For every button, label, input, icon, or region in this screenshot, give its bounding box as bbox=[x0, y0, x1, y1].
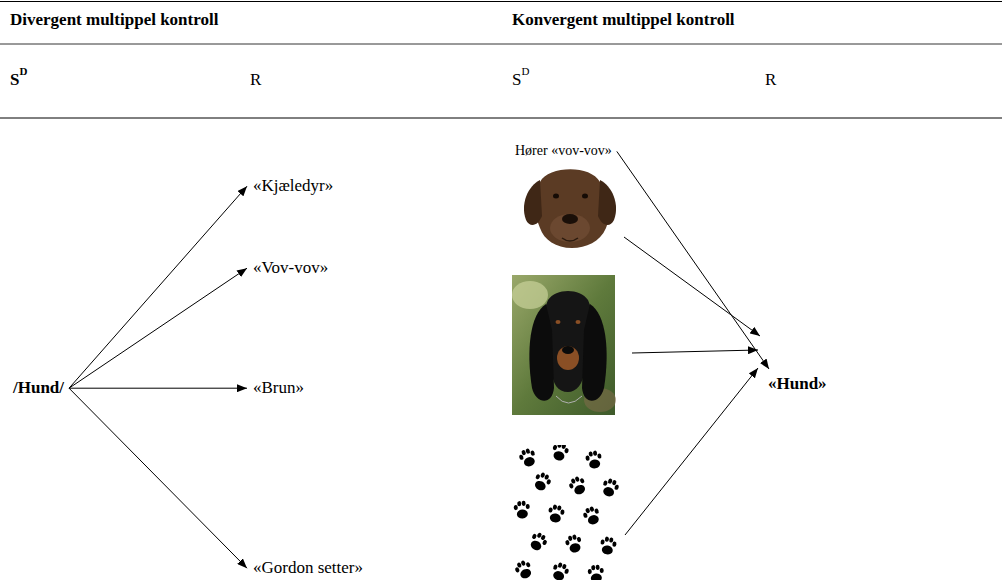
node-text: «Gordon setter» bbox=[253, 558, 363, 578]
node-text: «Hund» bbox=[768, 374, 827, 394]
node-text: «Vov-vov» bbox=[253, 258, 328, 278]
table-rule bbox=[0, 44, 1002, 45]
node-text: /Hund/ bbox=[13, 378, 64, 398]
column-symbol: R bbox=[250, 70, 261, 90]
response-word: «Kjæledyr» bbox=[250, 174, 336, 198]
response-word: «Gordon setter» bbox=[250, 556, 366, 580]
response-word: «Vov-vov» bbox=[250, 256, 331, 280]
paw-print-picture bbox=[512, 445, 620, 580]
superscript-symbol: D bbox=[19, 65, 27, 78]
superscript-symbol: D bbox=[521, 65, 529, 78]
picture-arrow bbox=[632, 350, 758, 353]
gordon-setter-photo bbox=[512, 275, 616, 415]
arrow-connector bbox=[69, 388, 247, 568]
arrow-connector bbox=[69, 388, 247, 389]
node-text: «Kjæledyr» bbox=[253, 176, 333, 196]
picture-arrow bbox=[624, 237, 760, 336]
column-symbol: S bbox=[10, 70, 19, 90]
table-rule bbox=[0, 118, 1002, 119]
table-rule bbox=[0, 1, 1002, 2]
column-symbol: R bbox=[765, 70, 776, 90]
arrow-connector bbox=[69, 268, 247, 388]
response-word: «Hund» bbox=[765, 372, 830, 396]
arrow-connector bbox=[617, 151, 769, 369]
arrow-connector bbox=[69, 186, 247, 388]
response-word: «Brun» bbox=[250, 376, 307, 400]
column-symbol: S bbox=[512, 70, 521, 90]
column-heading: Divergent multippel kontroll bbox=[10, 10, 218, 30]
column-heading: Konvergent multippel kontroll bbox=[512, 10, 735, 30]
picture-arrow bbox=[625, 368, 758, 535]
node-text: «Brun» bbox=[253, 378, 304, 398]
stimulus-word: /Hund/ bbox=[10, 376, 67, 400]
stimulus-text: Hører «vov-vov» bbox=[512, 141, 615, 162]
brown-dog-picture bbox=[524, 169, 616, 248]
node-text: Hører «vov-vov» bbox=[515, 143, 612, 160]
